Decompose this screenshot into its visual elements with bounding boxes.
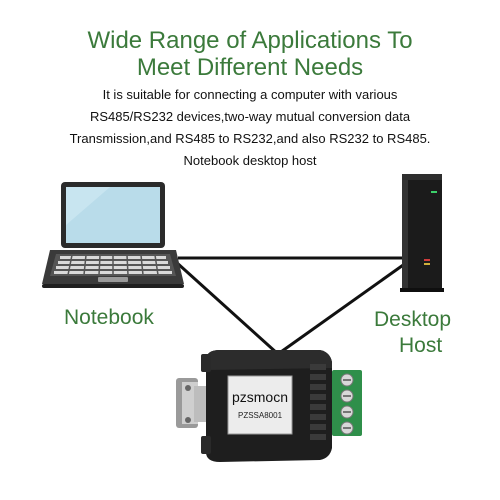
connection-lines [174, 256, 407, 356]
notebook-label: Notebook [64, 306, 154, 329]
description-line-1: It is suitable for connecting a computer… [102, 87, 398, 102]
line-notebook-converter [174, 260, 280, 356]
desktop-label: Desktop [374, 308, 452, 331]
description-line-3: Transmission,and RS485 to RS232,and also… [69, 131, 431, 146]
host-label: Host [399, 334, 443, 357]
line-desktop-converter [277, 261, 407, 356]
laptop-icon [42, 182, 184, 288]
description-line-4: Notebook desktop host [183, 153, 317, 168]
description: It is suitable for connecting a computer… [0, 84, 500, 172]
desktop-tower-icon [400, 174, 444, 292]
description-line-2: RS485/RS232 devices,two-way mutual conve… [89, 109, 411, 124]
device-brand-label: pzsmocn [232, 389, 288, 405]
converter-device-icon [176, 350, 362, 462]
title-line-2: Meet Different Needs [136, 54, 364, 81]
title-line-1: Wide Range of Applications To [87, 27, 413, 54]
device-model-label: PZSSA8001 [238, 411, 283, 420]
